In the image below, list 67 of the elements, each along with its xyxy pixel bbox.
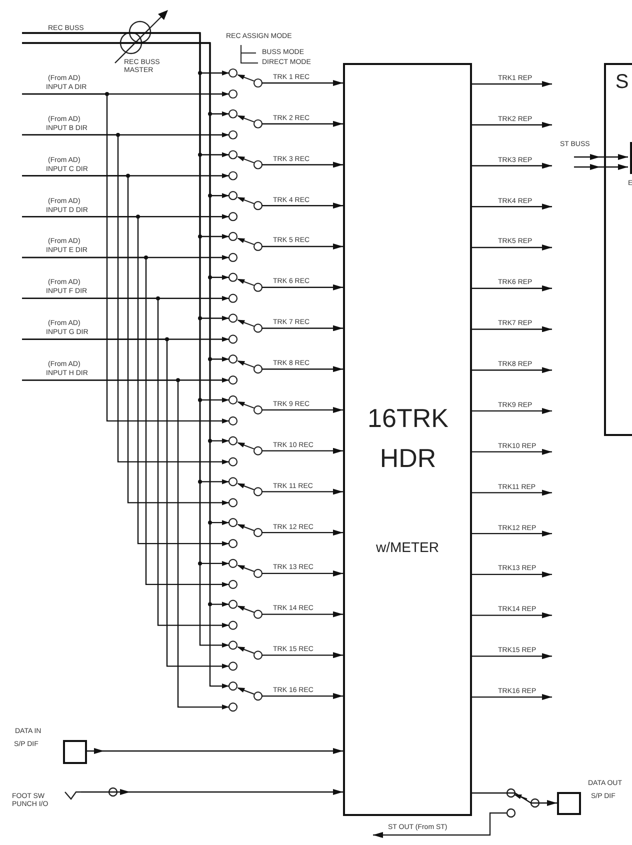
switch-symbol — [228, 68, 263, 99]
arrow — [262, 530, 343, 536]
arrow — [262, 202, 343, 209]
arrow — [574, 154, 628, 160]
arrow — [472, 694, 552, 700]
arrow — [262, 406, 343, 413]
arrow — [22, 93, 229, 424]
connector-box — [557, 792, 581, 815]
arrow — [262, 162, 343, 168]
switch-symbol — [228, 272, 263, 303]
arrow — [472, 530, 552, 537]
arrow — [472, 122, 552, 128]
arrow — [262, 284, 343, 290]
arrow — [472, 244, 552, 250]
arrow — [22, 338, 229, 669]
arrow — [472, 162, 552, 169]
arrow — [22, 379, 229, 710]
switch-symbol — [228, 436, 263, 466]
switch-symbol — [228, 314, 263, 344]
arrow — [262, 448, 343, 454]
arrow — [472, 571, 552, 578]
switch-symbol — [228, 518, 263, 548]
arrow — [472, 490, 552, 496]
switch-symbol — [228, 191, 263, 222]
arrow — [262, 693, 343, 700]
arrow — [262, 366, 343, 372]
recorder-block — [343, 63, 472, 816]
arrow — [262, 120, 343, 127]
switch-symbol — [228, 354, 263, 385]
arrow — [262, 325, 343, 332]
arrow — [262, 488, 343, 495]
arrow — [472, 408, 552, 414]
arrow — [87, 748, 343, 754]
arrow — [22, 216, 229, 546]
arrow — [22, 175, 229, 506]
block-title: 16TRK HDR — [366, 402, 450, 475]
switch-symbol — [228, 232, 263, 262]
arrow — [472, 81, 552, 87]
arrow — [472, 653, 552, 660]
switch-symbol — [228, 477, 263, 508]
arrow — [262, 243, 343, 250]
arrow — [22, 134, 229, 464]
switch-symbol — [228, 558, 263, 589]
arrow — [472, 285, 552, 292]
arrow — [472, 326, 552, 332]
arrow — [22, 298, 229, 628]
arrow — [81, 789, 343, 795]
arrow — [472, 612, 552, 618]
arrow — [262, 570, 343, 576]
switch-symbol — [228, 109, 263, 140]
switch-symbol — [228, 640, 263, 671]
block-label: S — [614, 71, 630, 93]
arrow — [472, 204, 552, 210]
arrow — [22, 256, 229, 587]
arrow — [574, 164, 628, 170]
switch-symbol — [228, 682, 263, 712]
switch-symbol — [228, 150, 263, 180]
arrow — [262, 611, 343, 618]
connector-box — [63, 740, 87, 764]
arrow — [472, 367, 552, 374]
switch-symbol — [228, 395, 263, 426]
arrow — [472, 792, 557, 806]
block-label: w/METER — [375, 539, 440, 555]
arrow — [472, 448, 552, 455]
arrow — [262, 652, 343, 658]
switch-symbol — [228, 600, 263, 630]
arrow — [262, 80, 343, 86]
